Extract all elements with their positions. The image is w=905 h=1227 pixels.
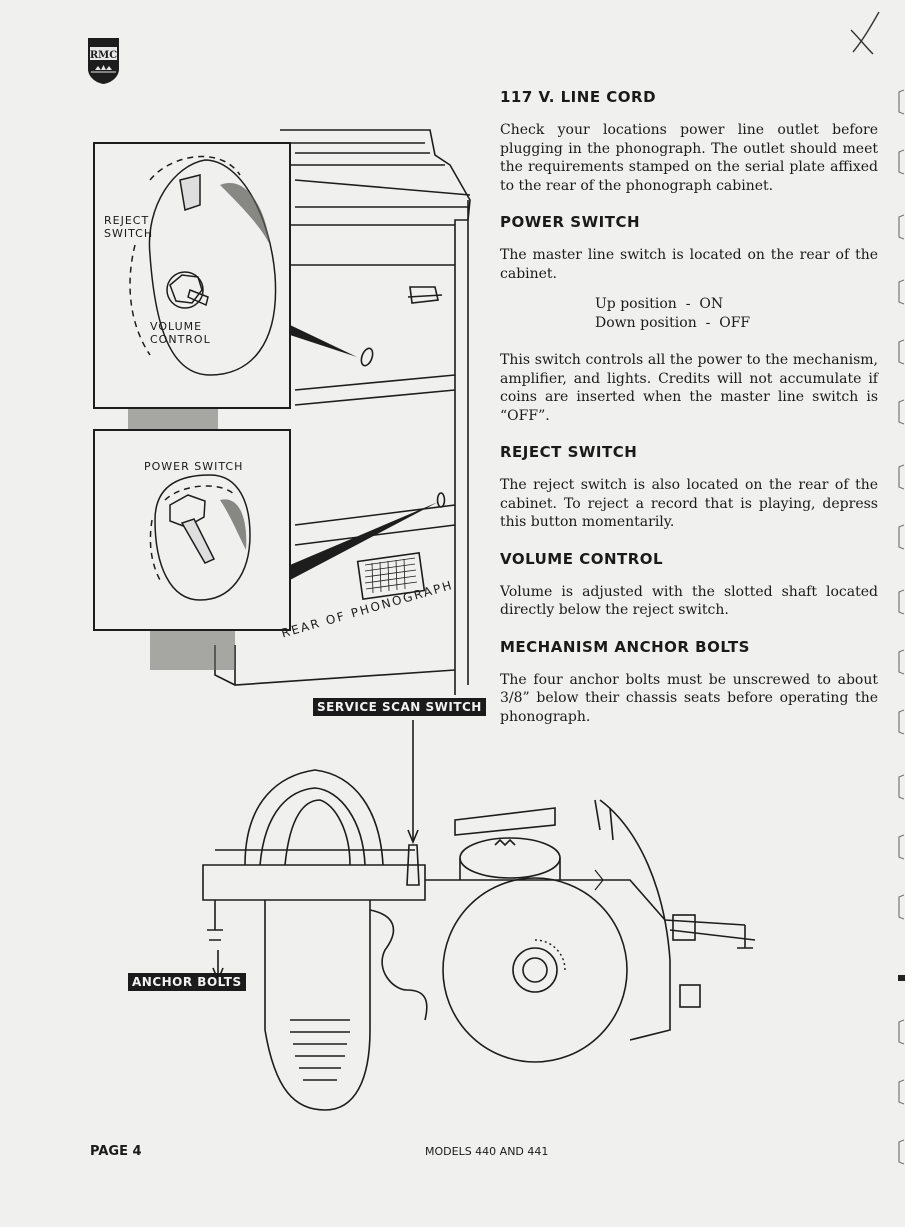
paragraph-reject-switch: The reject switch is also located on the… — [500, 477, 878, 530]
paragraph-volume-control: Volume is adjusted with the slotted shaf… — [500, 583, 878, 619]
reject-switch-label: REJECT SWITCH — [104, 214, 154, 240]
binder-edge-marks — [898, 89, 905, 1165]
mechanism-illustration — [202, 720, 756, 1111]
paragraph-line-cord: Check your locations power line outlet b… — [500, 122, 878, 194]
switch-positions: Up position - ON Down position - OFF — [595, 295, 878, 333]
heading-anchor-bolts: MECHANISM ANCHOR BOLTS — [500, 637, 750, 656]
heading-power-switch: POWER SWITCH — [500, 213, 641, 231]
paragraph-power-switch-details: This switch controls all the power to th… — [500, 352, 878, 424]
logo-text: RMC — [90, 50, 117, 61]
paragraph-anchor-bolts: The four anchor bolts must be unscrewed … — [500, 671, 878, 725]
position-down: Down position - OFF — [595, 315, 751, 331]
handwritten-x-mark — [850, 11, 880, 55]
models-footer: MODELS 440 AND 441 — [425, 1145, 549, 1158]
power-switch-label: POWER SWITCH — [144, 460, 244, 473]
service-scan-switch-callout: SERVICE SCAN SWITCH — [313, 698, 486, 716]
heading-volume-control: VOLUME CONTROL — [500, 549, 664, 568]
page-number: PAGE 4 — [90, 1144, 142, 1159]
instructions-column: 117 V. LINE CORD Check your locations po… — [500, 88, 878, 744]
rear-of-phonograph-illustration — [93, 129, 471, 695]
volume-control-label: VOLUME CONTROL — [150, 320, 211, 346]
heading-reject-switch: REJECT SWITCH — [500, 443, 638, 461]
heading-line-cord: 117 V. LINE CORD — [500, 88, 657, 106]
paragraph-power-switch: The master line switch is located on the… — [500, 247, 878, 282]
anchor-bolts-callout: ANCHOR BOLTS — [128, 973, 246, 991]
rmc-logo: RMC — [88, 38, 119, 84]
position-up: Up position - ON — [595, 296, 724, 312]
